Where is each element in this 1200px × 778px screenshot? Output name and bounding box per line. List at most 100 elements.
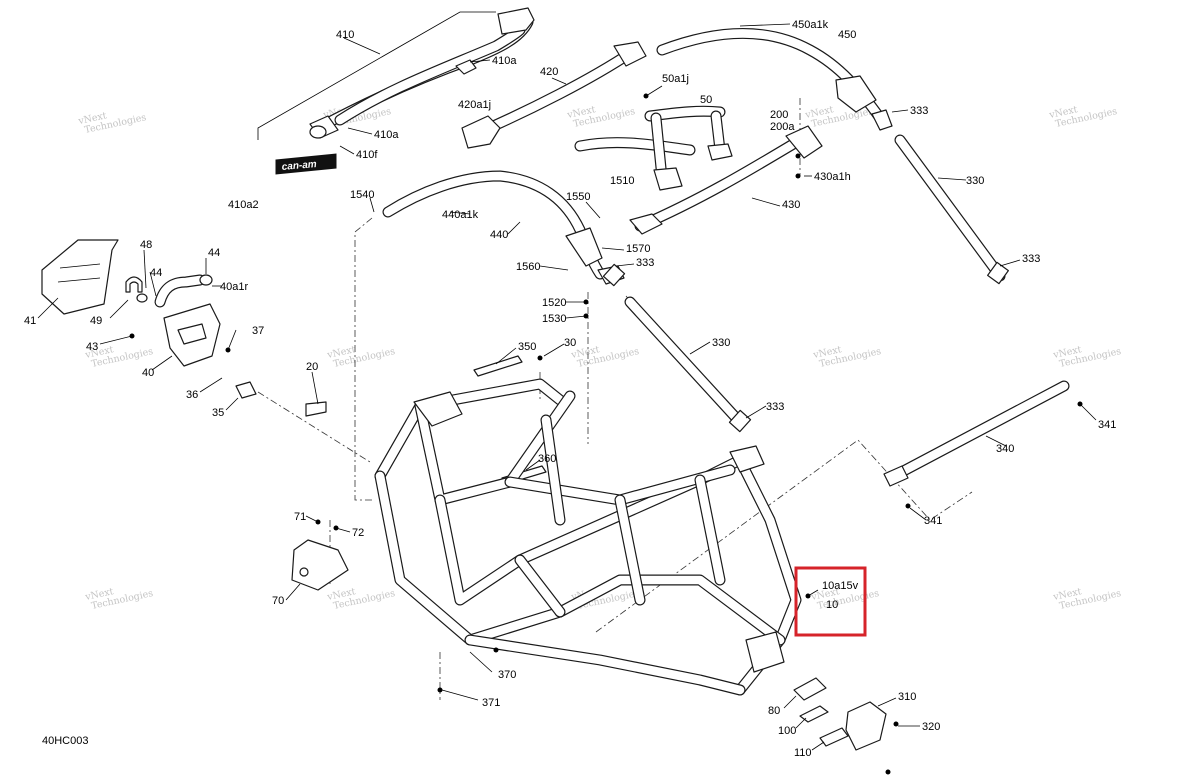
part-80-bracket <box>793 677 827 701</box>
part-420-cross-bar <box>461 41 647 149</box>
watermark: vNext Technologies <box>565 104 636 130</box>
callout-44: 44 <box>150 267 162 279</box>
callout-410f: 410f <box>356 149 378 161</box>
part-350-strap <box>473 355 523 377</box>
callout-44: 44 <box>208 247 220 259</box>
callout-71: 71 <box>294 511 306 523</box>
callout-410a2: 410a2 <box>228 199 259 211</box>
callout-333: 333 <box>636 257 654 269</box>
part-40-mount <box>163 303 221 367</box>
callout-10a15v: 10a15v <box>822 580 859 592</box>
callout-420: 420 <box>540 66 558 78</box>
part-110-bracket <box>819 727 849 747</box>
part-48-bushing <box>136 293 148 303</box>
callout-420a1j: 420a1j <box>458 99 491 111</box>
part-70-engine-mount <box>291 539 349 591</box>
watermark: vNext Technologies <box>77 110 148 136</box>
callout-10: 10 <box>826 599 838 611</box>
callout-320: 320 <box>922 721 940 733</box>
watermark: vNext Technologies <box>811 344 882 370</box>
callout-310: 310 <box>898 691 916 703</box>
part-20-bracket <box>305 401 327 417</box>
callout-200: 200 <box>770 109 788 121</box>
callout-48: 48 <box>140 239 152 251</box>
part-100-bracket <box>799 705 829 723</box>
callout-50a1j: 50a1j <box>662 73 689 85</box>
callout-72: 72 <box>352 527 364 539</box>
watermark: vNext Technologies <box>325 344 396 370</box>
callout-341: 341 <box>924 515 942 527</box>
callout-37: 37 <box>252 325 264 337</box>
watermark: vNext Technologies <box>1047 104 1118 130</box>
callout-410: 410 <box>336 29 354 41</box>
watermark: vNext Technologies <box>325 586 396 612</box>
part-50-support <box>574 105 733 191</box>
callout-1520: 1520 <box>542 297 566 309</box>
callout-100: 100 <box>778 725 796 737</box>
callout-333: 333 <box>910 105 928 117</box>
callout-360: 360 <box>538 453 556 465</box>
callout-110: 110 <box>794 747 812 759</box>
callout-330: 330 <box>712 337 730 349</box>
callout-43: 43 <box>86 341 98 353</box>
callout-labels: 410 410a 410a 410f 410a2 420 420a1j 450a… <box>24 19 1116 759</box>
part-330-tube-center <box>602 263 752 433</box>
callout-35: 35 <box>212 407 224 419</box>
callout-410a: 410a <box>374 129 399 141</box>
callout-333: 333 <box>766 401 784 413</box>
part-450-roof-arc <box>656 28 893 131</box>
callout-1550: 1550 <box>566 191 590 203</box>
callout-40: 40 <box>142 367 154 379</box>
figure-code: 40HC003 <box>42 735 88 747</box>
callout-50: 50 <box>700 94 712 106</box>
highlight-box <box>794 566 867 637</box>
callout-330: 330 <box>966 175 984 187</box>
callout-440: 440 <box>490 229 508 241</box>
watermark: vNext Technologies <box>83 586 154 612</box>
callout-49: 49 <box>90 315 102 327</box>
callout-200a: 200a <box>770 121 795 133</box>
callout-1560: 1560 <box>516 261 540 273</box>
watermark-layer: vNext Technologies vNext Technologies vN… <box>77 104 1123 612</box>
callout-333: 333 <box>1022 253 1040 265</box>
callout-20: 20 <box>306 361 318 373</box>
callout-440a1k: 440a1k <box>442 209 479 221</box>
callout-70: 70 <box>272 595 284 607</box>
part-310-mount <box>845 701 887 751</box>
logo-text: can-am <box>281 159 317 173</box>
callout-1510: 1510 <box>610 175 634 187</box>
callout-430a1h: 430a1h <box>814 171 851 183</box>
part-330-tube-right <box>894 134 1009 285</box>
part-340-rear-bar <box>883 380 1070 487</box>
part-41-shield <box>41 239 119 315</box>
callout-450: 450 <box>838 29 856 41</box>
callout-80: 80 <box>768 705 780 717</box>
part-430-side-bar <box>629 125 823 235</box>
callout-350: 350 <box>518 341 536 353</box>
callout-371: 371 <box>482 697 500 709</box>
watermark: vNext Technologies <box>1051 586 1122 612</box>
callout-1570: 1570 <box>626 243 650 255</box>
callout-370: 370 <box>498 669 516 681</box>
callout-450a1k: 450a1k <box>792 19 829 31</box>
callout-341: 341 <box>1098 419 1116 431</box>
part-410-roof-bar <box>309 7 535 139</box>
callout-30: 30 <box>564 337 576 349</box>
callout-40a1r: 40a1r <box>220 281 248 293</box>
callout-41: 41 <box>24 315 36 327</box>
leader-410-bracket <box>257 11 496 140</box>
callout-36: 36 <box>186 389 198 401</box>
callout-340: 340 <box>996 443 1014 455</box>
callout-1540: 1540 <box>350 189 374 201</box>
watermark: vNext Technologies <box>569 344 640 370</box>
callout-1530: 1530 <box>542 313 566 325</box>
part-10-main-frame <box>374 378 802 696</box>
can-am-logo-plate: can-am <box>275 153 337 175</box>
leader-lines <box>37 23 1097 751</box>
part-35-isolator <box>235 381 257 399</box>
callout-430: 430 <box>782 199 800 211</box>
callout-410a: 410a <box>492 55 517 67</box>
part-44-hose <box>154 274 213 308</box>
part-49-u-clamp <box>125 276 143 293</box>
